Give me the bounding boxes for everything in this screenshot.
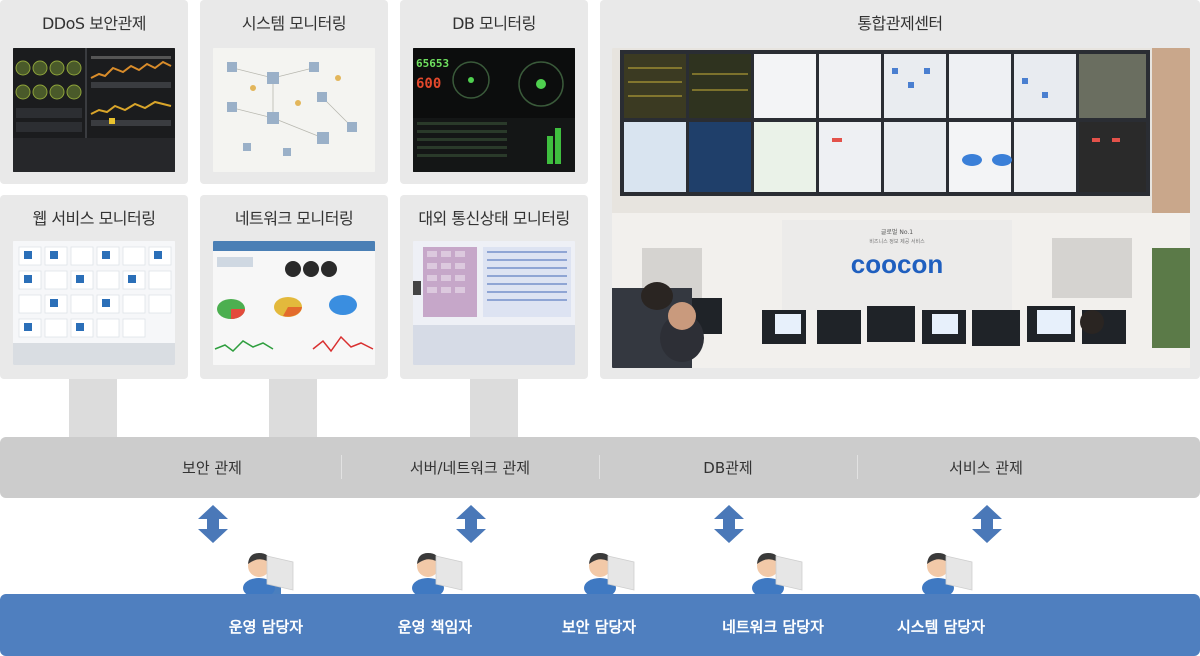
roles-bar: 운영 담당자 운영 책임자 보안 담당자 네트워크 담당자 시스템 담당자 xyxy=(0,594,1200,656)
operator-icon xyxy=(243,553,294,596)
db-screen: 65653 600 xyxy=(413,48,575,172)
panel-title-external: 대외 통신상태 모니터링 xyxy=(418,209,570,228)
double-arrow-icon xyxy=(198,505,228,543)
panel-title-network: 네트워크 모니터링 xyxy=(234,209,354,228)
role-system: 시스템 담당자 xyxy=(896,618,986,636)
panel-external: 대외 통신상태 모니터링 xyxy=(400,195,588,379)
center-sign-line1: 글로벌 No.1 xyxy=(881,228,913,236)
layer-security: 보안 관제 xyxy=(182,459,242,477)
operator-icon xyxy=(752,553,803,596)
layer-server-network: 서버/네트워크 관제 xyxy=(409,459,531,477)
role-network: 네트워크 담당자 xyxy=(722,618,824,636)
layer-separator xyxy=(599,455,600,479)
role-operations: 운영 담당자 xyxy=(228,618,304,636)
operator-icon xyxy=(412,553,463,596)
web-service-grid-image xyxy=(13,241,175,365)
monitoring-layer-bar: 보안 관제 서버/네트워크 관제 DB관제 서비스 관제 xyxy=(0,437,1200,498)
external-status-image xyxy=(413,241,575,365)
center-sign-line2: 비즈니스 정보 제공 서비스 xyxy=(869,238,925,245)
db-counter-b: 600 xyxy=(416,76,441,92)
operator-icon xyxy=(922,553,973,596)
ddos-screen xyxy=(13,48,175,172)
panel-title-web: 웹 서비스 모니터링 xyxy=(32,209,156,228)
panel-web: 웹 서비스 모니터링 xyxy=(0,195,188,379)
system-screen xyxy=(213,48,375,172)
role-operations-lead: 운영 책임자 xyxy=(397,618,473,636)
system-topology-image xyxy=(213,48,375,172)
panel-title-db: DB 모니터링 xyxy=(452,14,536,33)
connector-network xyxy=(269,379,317,437)
center-photo: 글로벌 No.1 비즈니스 정보 제공 서비스 coocon xyxy=(612,48,1190,368)
connector-external xyxy=(470,379,518,437)
panel-title-center: 통합관제센터 xyxy=(857,14,943,33)
double-arrow-icon xyxy=(714,505,744,543)
panel-network: 네트워크 모니터링 xyxy=(200,195,388,379)
panel-ddos: DDoS 보안관제 xyxy=(0,0,188,184)
double-arrow-icon xyxy=(456,505,486,543)
external-screen xyxy=(413,241,575,365)
layer-separator xyxy=(857,455,858,479)
layer-service: 서비스 관제 xyxy=(949,459,1023,477)
layer-db: DB관제 xyxy=(703,459,753,477)
control-center-image: 글로벌 No.1 비즈니스 정보 제공 서비스 coocon xyxy=(612,48,1190,368)
panel-db: DB 모니터링 65653 600 xyxy=(400,0,588,184)
panel-title-system: 시스템 모니터링 xyxy=(241,14,347,33)
panel-center: 통합관제센터 xyxy=(600,0,1200,379)
layer-separator xyxy=(341,455,342,479)
db-dashboard-image: 65653 600 xyxy=(413,48,575,172)
db-counter-a: 65653 xyxy=(416,57,449,70)
role-security: 보안 담당자 xyxy=(561,618,637,636)
panel-title-ddos: DDoS 보안관제 xyxy=(41,14,147,33)
panel-system: 시스템 모니터링 xyxy=(200,0,388,184)
network-dashboard-image xyxy=(213,241,375,365)
double-arrow-icon xyxy=(972,505,1002,543)
web-screen xyxy=(13,241,175,365)
network-screen xyxy=(213,241,375,365)
ddos-dashboard-image xyxy=(13,48,175,172)
connector-web xyxy=(69,379,117,437)
center-logo: coocon xyxy=(851,249,943,279)
operator-icon xyxy=(584,553,635,596)
